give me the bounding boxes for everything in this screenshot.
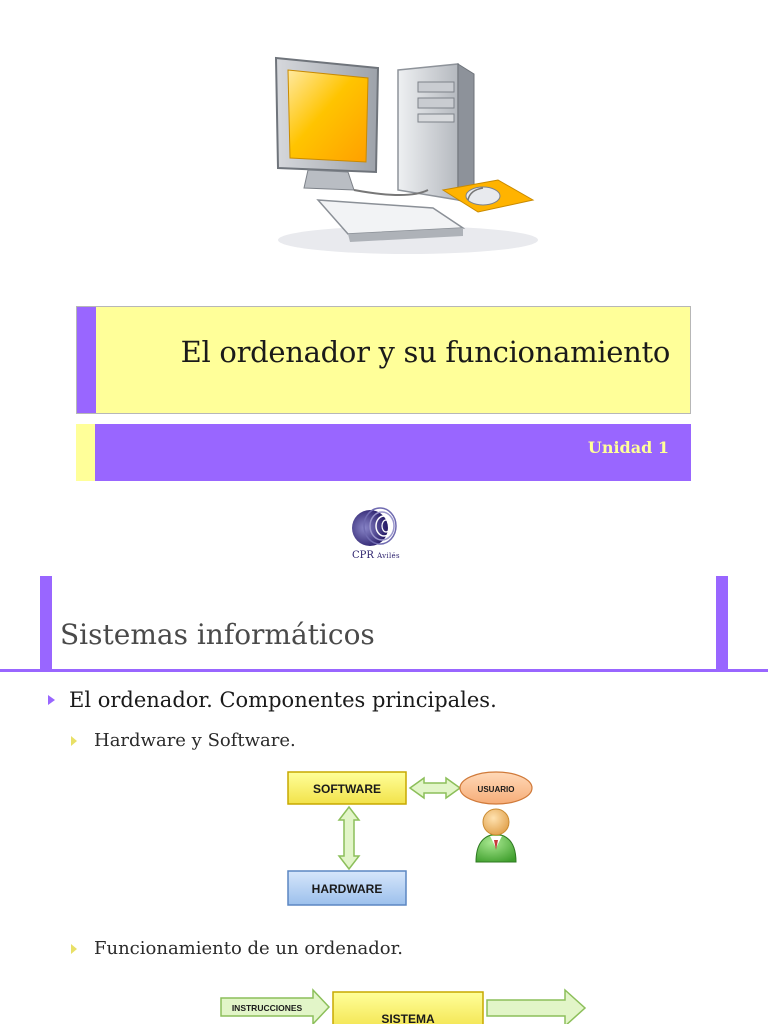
subtitle-box: Unidad 1 [76,424,691,481]
software-label: SOFTWARE [313,782,381,796]
instrucciones-label: INSTRUCCIONES [232,1003,303,1013]
bullet-level2-hw-sw: Hardware y Software. [71,730,296,751]
software-hardware-arrow [337,805,361,871]
slide2-heading: Sistemas informáticos [60,618,375,651]
usuario-label: USUARIO [478,785,515,794]
bullet-arrow-icon [48,695,55,705]
sistema-box [332,991,484,1024]
bullet-level1: El ordenador. Componentes principales. [48,688,497,712]
funcionamiento-diagram: INSTRUCCIONES SISTEMA [220,988,587,1024]
heading-accent-left [40,576,52,671]
slide-title: El ordenador y su funcionamiento Unidad … [76,56,691,564]
title-accent-bar [77,307,96,413]
bullet-level2-text: Funcionamiento de un ordenador. [94,938,403,959]
hardware-label: HARDWARE [312,882,383,896]
output-arrow [486,988,587,1024]
slide-title-text: El ordenador y su funcionamiento [180,335,671,369]
logo-text-sub: Avilés [377,552,400,560]
usuario-ellipse [459,771,533,805]
logo-text-main: CPR [352,550,374,561]
bullet-arrow-icon [71,943,77,954]
bullet-level2-funcionamiento: Funcionamiento de un ordenador. [71,938,403,959]
hardware-box [287,870,407,906]
slide-subtitle-text: Unidad 1 [587,438,669,457]
subtitle-accent-bar [76,424,95,481]
bullet-level1-text: El ordenador. Componentes principales. [69,688,497,712]
hw-sw-diagram: SOFTWARE USUARIO HARDWARE [287,771,533,906]
heading-accent-right [716,576,728,671]
heading-rule [0,669,768,672]
user-icon [475,808,517,863]
cpr-logo-mark [352,507,397,546]
instrucciones-arrow [220,988,331,1024]
slide-sistemas: Sistemas informáticos El ordenador. Comp… [0,576,768,1024]
sistema-label: SISTEMA [381,1012,435,1024]
cpr-logo: CPR Avilés [348,504,412,564]
bullet-arrow-icon [71,735,77,746]
computer-illustration [274,56,538,254]
bullet-level2-text: Hardware y Software. [94,730,296,751]
title-box: El ordenador y su funcionamiento [76,306,691,414]
software-usuario-arrow [408,776,462,800]
software-box [287,771,407,805]
